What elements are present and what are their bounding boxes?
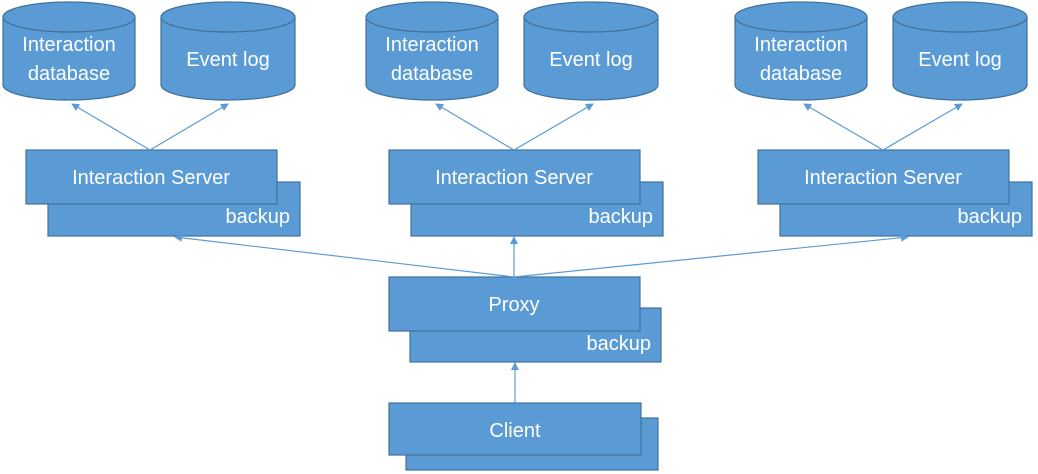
connectors: [71, 103, 963, 403]
client-label: Client: [489, 420, 541, 442]
database-label-line1: Interaction: [754, 34, 847, 56]
client-primary-box: [388, 402, 642, 456]
proxy-backup-label: backup: [587, 333, 652, 355]
event-log-cylinder-2: Event log: [523, 1, 659, 101]
arrow-proxy-to-server3: [513, 233, 909, 278]
arrow-server3-to-database: [803, 103, 884, 151]
arrow-server1-to-database: [71, 103, 151, 151]
server-backup-label: backup: [589, 206, 654, 228]
event-log-cylinder-1: Event log: [160, 1, 296, 101]
database-cylinder-1: Interaction database: [2, 1, 136, 101]
arrow-server2-to-eventlog: [513, 103, 594, 151]
database-label-line2: database: [28, 63, 110, 85]
arrow-server3-to-eventlog: [882, 103, 963, 151]
server-label: Interaction Server: [72, 167, 230, 189]
event-log-label: Event log: [549, 49, 632, 71]
server-primary-box: [388, 149, 641, 205]
database-cylinder-2: Interaction database: [365, 1, 499, 101]
database-label-line1: Interaction: [385, 34, 478, 56]
cluster-2: Interaction database Event log backup In…: [365, 1, 664, 237]
event-log-cylinder-3: Event log: [892, 1, 1028, 101]
arrow-proxy-to-server1: [174, 233, 515, 278]
proxy-label: Proxy: [488, 294, 539, 316]
server-backup-label: backup: [226, 206, 291, 228]
server-backup-label: backup: [958, 206, 1023, 228]
interaction-server-2: backup Interaction Server: [388, 149, 664, 237]
server-primary-box: [25, 149, 278, 205]
arrow-server1-to-eventlog: [149, 103, 229, 151]
event-log-label: Event log: [918, 49, 1001, 71]
server-label: Interaction Server: [435, 167, 593, 189]
client-node: Client: [388, 402, 659, 471]
database-cylinder-3: Interaction database: [734, 1, 868, 101]
database-label-line2: database: [391, 63, 473, 85]
arrow-server2-to-database: [435, 103, 515, 151]
interaction-server-1: backup Interaction Server: [25, 149, 301, 237]
proxy-primary-box: [388, 276, 641, 332]
database-label-line2: database: [760, 63, 842, 85]
server-primary-box: [757, 149, 1010, 205]
server-label: Interaction Server: [804, 167, 962, 189]
cluster-1: Interaction database Event log backup In…: [2, 1, 301, 237]
proxy-node: backup Proxy: [388, 276, 662, 363]
event-log-label: Event log: [186, 49, 269, 71]
cluster-3: Interaction database Event log backup In…: [734, 1, 1033, 237]
database-label-line1: Interaction: [22, 34, 115, 56]
interaction-server-3: backup Interaction Server: [757, 149, 1033, 237]
